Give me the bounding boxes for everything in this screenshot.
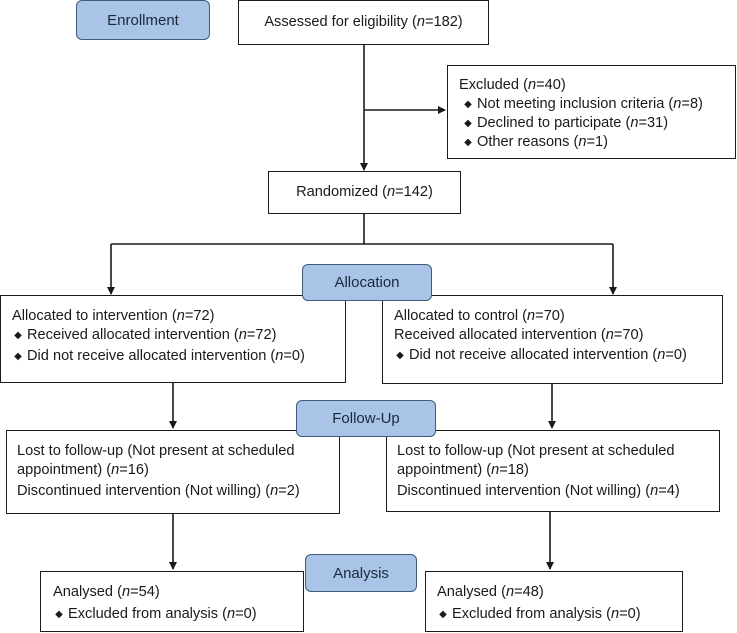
- randomized-text: Randomized (n=142): [296, 184, 433, 200]
- followup-stage-label: Follow-Up: [296, 400, 436, 437]
- bullet-icon: ◆: [464, 118, 472, 129]
- assessed-text: Assessed for eligibility (n=182): [264, 14, 463, 30]
- followup-intervention-lost: Lost to follow-up (Not present at schedu…: [17, 443, 295, 459]
- allocated-control-title: Allocated to control (n=70): [394, 308, 565, 324]
- bullet-icon: ◆: [55, 609, 63, 620]
- analysed-intervention: Analysed (n=54): [53, 584, 160, 600]
- allocation-stage-label: Allocation: [302, 264, 432, 301]
- followup-control-lost: Lost to follow-up (Not present at schedu…: [397, 443, 675, 459]
- analysis-stage-label: Analysis: [305, 554, 417, 592]
- followup-intervention-appointment: appointment) (n=16): [17, 462, 149, 478]
- excluded-title: Excluded (n=40): [459, 77, 566, 93]
- allocation-text: Allocation: [334, 274, 400, 291]
- bullet-icon: ◆: [464, 137, 472, 148]
- enrollment-text: Enrollment: [107, 11, 179, 29]
- control-received: Received allocated intervention (n=70): [394, 327, 644, 343]
- excluded-item-inclusion: ◆Not meeting inclusion criteria (n=8): [459, 95, 735, 114]
- bullet-icon: ◆: [14, 330, 22, 341]
- randomized-box: Randomized (n=142): [268, 171, 461, 214]
- analysed-control: Analysed (n=48): [437, 584, 544, 600]
- enrollment-stage-label: Enrollment: [76, 0, 210, 40]
- control-not-received: ◆Did not receive allocated intervention …: [391, 346, 722, 365]
- allocated-intervention-title: Allocated to intervention (n=72): [12, 308, 215, 324]
- followup-text: Follow-Up: [332, 410, 400, 427]
- analysis-intervention-box: Analysed (n=54) ◆Excluded from analysis …: [40, 571, 304, 632]
- allocated-intervention-box: Allocated to intervention (n=72) ◆Receiv…: [0, 295, 346, 383]
- followup-control-appointment: appointment) (n=18): [397, 462, 529, 478]
- excluded-item-other: ◆Other reasons (n=1): [459, 133, 735, 152]
- followup-control-box: Lost to follow-up (Not present at schedu…: [386, 430, 720, 512]
- analysis-control-box: Analysed (n=48) ◆Excluded from analysis …: [425, 571, 683, 632]
- followup-control-discontinued: Discontinued intervention (Not willing) …: [397, 483, 680, 499]
- intervention-received: ◆Received allocated intervention (n=72): [9, 326, 345, 345]
- analysis-text: Analysis: [333, 564, 389, 582]
- excluded-box: Excluded (n=40) ◆Not meeting inclusion c…: [447, 65, 736, 159]
- bullet-icon: ◆: [14, 351, 22, 362]
- bullet-icon: ◆: [464, 99, 472, 110]
- followup-intervention-discontinued: Discontinued intervention (Not willing) …: [17, 483, 300, 499]
- analysis-control-excluded: ◆Excluded from analysis (n=0): [434, 605, 682, 624]
- excluded-item-declined: ◆Declined to participate (n=31): [459, 114, 735, 133]
- allocated-control-box: Allocated to control (n=70) Received all…: [382, 295, 723, 384]
- bullet-icon: ◆: [439, 609, 447, 620]
- assessed-box: Assessed for eligibility (n=182): [238, 0, 489, 45]
- bullet-icon: ◆: [396, 350, 404, 361]
- followup-intervention-box: Lost to follow-up (Not present at schedu…: [6, 430, 340, 514]
- analysis-intervention-excluded: ◆Excluded from analysis (n=0): [50, 605, 303, 624]
- intervention-not-received: ◆Did not receive allocated intervention …: [9, 347, 345, 366]
